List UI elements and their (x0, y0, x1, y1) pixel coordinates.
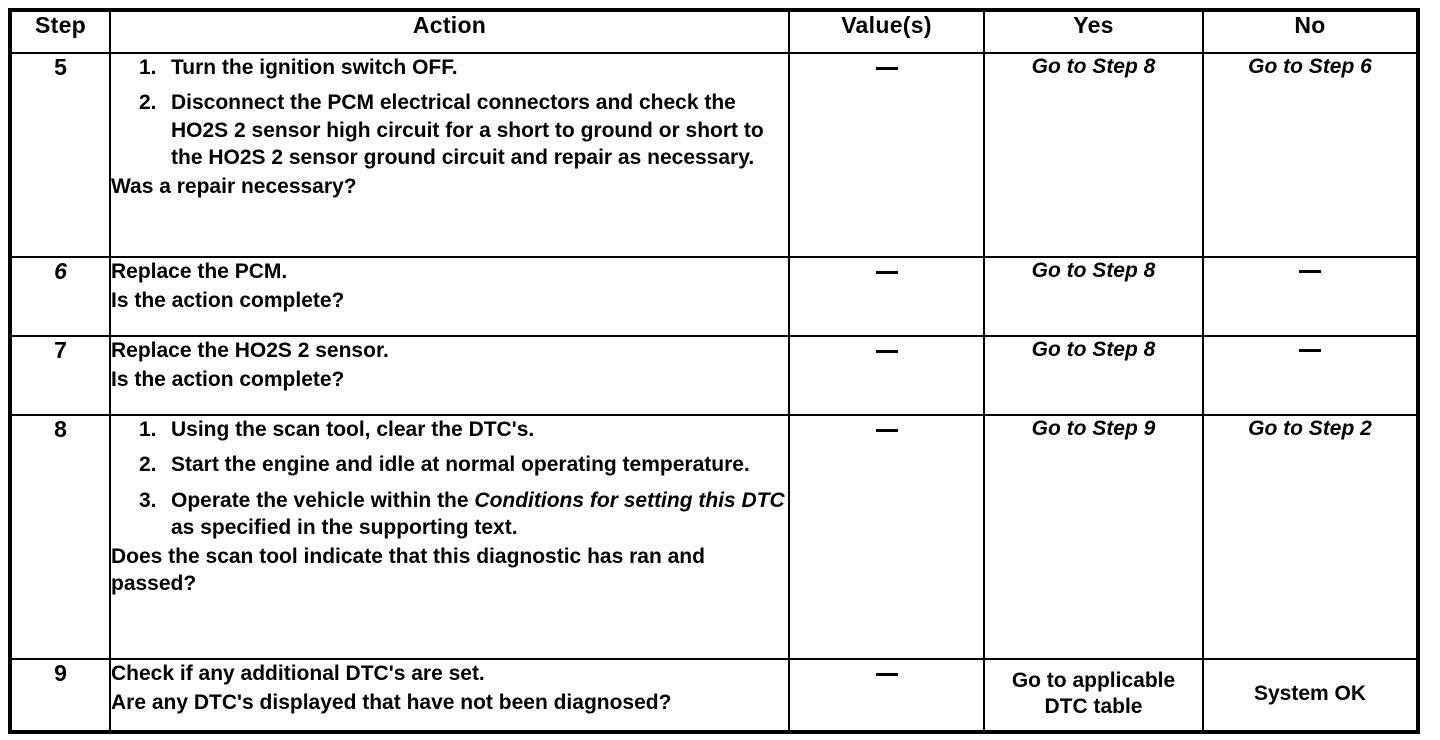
diagnostic-table: Step Action Value(s) Yes No 5 1. Turn the… (8, 8, 1420, 734)
value-cell (788, 414, 985, 660)
table-row: 7 Replace the HO2S 2 sensor. Is the acti… (9, 335, 1419, 416)
action-question: Does the scan tool indicate that this di… (111, 545, 705, 596)
list-item-text: Using the scan tool, clear the DTC's. (171, 418, 535, 441)
list-item-number: 1. (139, 56, 157, 79)
action-cell: 1.Using the scan tool, clear the DTC's. … (109, 414, 790, 660)
value-cell (788, 256, 985, 337)
table-row: 8 1. Using the scan tool, clear the DTC's… (9, 414, 1419, 660)
list-item: 1. Using the scan tool, clear the DTC's. (111, 416, 788, 443)
table-row: 9 Check if any additional DTC's are set.… (9, 658, 1419, 733)
table-row: 5 1. Turn the ignition switch OFF. 2. Disc… (9, 52, 1419, 258)
action-cell: Check if any additional DTC's are set. A… (109, 658, 790, 733)
list-item-text-after: as specified in the supporting text. (171, 515, 518, 539)
step-number-cell: 5 (9, 52, 111, 258)
list-item-number: 2. (139, 453, 157, 477)
list-item-number: 3. (139, 488, 157, 512)
action-cell: Replace the PCM. Is the action complete? (109, 256, 790, 337)
step-number-cell: 6 (9, 256, 111, 337)
table-body: 5 1. Turn the ignition switch OFF. 2. Disc… (9, 52, 1419, 733)
yes-cell: Go to Step 8 (983, 335, 1204, 416)
no-cell (1202, 256, 1419, 337)
no-cell: System OK (1202, 658, 1419, 733)
yes-line-2: DTC table (1044, 695, 1143, 718)
table-row: 6 Replace the PCM. Is the action complet… (9, 256, 1419, 337)
action-question: Is the action complete? (111, 289, 345, 313)
action-numbered-list: 1.Using the scan tool, clear the DTC's. … (111, 416, 788, 541)
step-number-cell: 8 (9, 414, 111, 660)
action-question: Was a repair necessary? (111, 175, 357, 199)
step-number-cell: 7 (9, 335, 111, 416)
yes-cell: Go to Step 8 (983, 52, 1204, 258)
value-cell (788, 658, 985, 733)
list-item: 1. Turn the ignition switch OFF. (111, 54, 788, 81)
list-item-text: Turn the ignition switch OFF. (171, 56, 458, 79)
em-dash (875, 270, 898, 274)
em-dash (875, 349, 898, 353)
step-number-cell: 9 (9, 658, 111, 733)
list-item-text: Start the engine and idle at normal oper… (171, 453, 750, 477)
yes-cell: Go to Step 9 (983, 414, 1204, 660)
table-header: Step Action Value(s) Yes No (9, 9, 1419, 54)
list-item-number: 1. (139, 418, 157, 441)
action-cell: 1. Turn the ignition switch OFF. 2. Discon… (109, 52, 790, 258)
action-cell: Replace the HO2S 2 sensor. Is the action… (109, 335, 790, 416)
value-cell (788, 335, 985, 416)
action-statement: Replace the HO2S 2 sensor. (111, 339, 389, 362)
list-item-text: Disconnect the PCM electrical connectors… (171, 91, 764, 169)
action-question: Is the action complete? (111, 368, 345, 392)
yes-cell: Go to applicable DTC table (983, 658, 1204, 733)
em-dash (875, 672, 898, 676)
column-header-yes: Yes (983, 9, 1204, 54)
em-dash (1299, 269, 1321, 273)
no-cell (1202, 335, 1419, 416)
list-item-text-before: Operate the vehicle within the (171, 488, 475, 512)
column-header-value: Value(s) (788, 9, 985, 54)
list-item: 3. Operate the vehicle within the Conditi… (111, 487, 788, 542)
column-header-action: Action (109, 9, 790, 54)
header-row: Step Action Value(s) Yes No (9, 9, 1419, 54)
column-header-step: Step (9, 9, 111, 54)
list-item: 2. Disconnect the PCM electrical connecto… (111, 89, 788, 171)
no-cell: Go to Step 6 (1202, 52, 1419, 258)
yes-cell: Go to Step 8 (983, 256, 1204, 337)
action-question: Are any DTC's displayed that have not be… (111, 691, 672, 715)
em-dash (875, 66, 898, 70)
action-statement: Replace the PCM. (111, 260, 288, 283)
action-numbered-list: 1. Turn the ignition switch OFF. 2. Discon… (111, 54, 788, 171)
value-cell (788, 52, 985, 258)
list-item-text-emphasis: Conditions for setting this DTC (474, 488, 785, 512)
column-header-no: No (1202, 9, 1419, 54)
action-statement: Check if any additional DTC's are set. (111, 662, 485, 685)
list-item: 2. Start the engine and idle at normal op… (111, 451, 788, 478)
em-dash (1299, 348, 1321, 352)
em-dash (875, 428, 898, 432)
list-item-number: 2. (139, 91, 157, 115)
yes-line-1: Go to applicable (1011, 668, 1176, 692)
no-cell: Go to Step 2 (1202, 414, 1419, 660)
